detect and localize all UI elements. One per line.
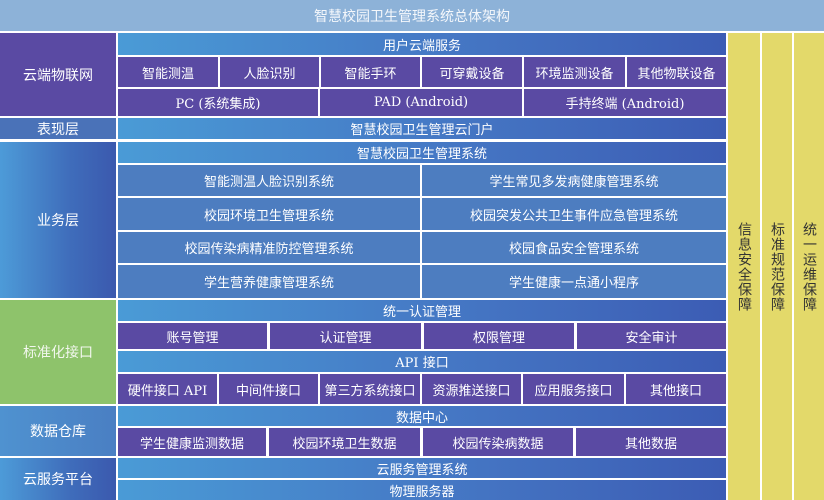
layer-label-warehouse: 数据仓库	[0, 406, 116, 456]
side-column-operations: 统一运维保障	[794, 33, 824, 500]
iot-device: 其他物联设备	[627, 57, 726, 87]
auth-item: 安全审计	[577, 323, 726, 349]
layer-label-iot: 云端物联网	[0, 33, 116, 116]
business-system: 校园传染病精准防控管理系统	[118, 232, 420, 263]
auth-item: 认证管理	[270, 323, 421, 349]
layer-label-cloud: 云服务平台	[0, 458, 116, 500]
iot-terminal: 手持终端 (Android)	[524, 89, 726, 116]
cloud-management: 云服务管理系统	[118, 458, 726, 478]
business-system: 学生健康一点通小程序	[422, 265, 726, 298]
api-item: 中间件接口	[219, 374, 318, 404]
warehouse-item: 学生健康监测数据	[118, 428, 266, 456]
auth-header: 统一认证管理	[118, 300, 726, 321]
side-column-info-security: 信息安全保障	[728, 33, 760, 500]
diagram-title: 智慧校园卫生管理系统总体架构	[0, 0, 824, 31]
cloud-server: 物理服务器	[118, 480, 726, 500]
api-header: API 接口	[118, 351, 726, 372]
auth-item: 权限管理	[424, 323, 574, 349]
api-item: 硬件接口 API	[118, 374, 217, 404]
iot-device: 环境监测设备	[524, 57, 625, 87]
layer-label-interface: 标准化接口	[0, 300, 116, 404]
api-item: 其他接口	[626, 374, 726, 404]
warehouse-header: 数据中心	[118, 406, 726, 426]
iot-terminal: PAD (Android)	[320, 89, 522, 116]
side-column-standards: 标准规范保障	[762, 33, 792, 500]
iot-device: 可穿戴设备	[422, 57, 522, 87]
presentation-portal: 智慧校园卫生管理云门户	[118, 118, 726, 139]
layer-label-business: 业务层	[0, 142, 116, 298]
auth-item: 账号管理	[118, 323, 267, 349]
iot-terminal: PC (系统集成)	[118, 89, 318, 116]
iot-device: 智能测温	[118, 57, 218, 87]
layer-label-presentation: 表现层	[0, 118, 116, 139]
iot-header: 用户云端服务	[118, 33, 726, 55]
business-system: 校园食品安全管理系统	[422, 232, 726, 263]
warehouse-item: 其他数据	[576, 428, 726, 456]
warehouse-item: 校园传染病数据	[423, 428, 573, 456]
business-system: 学生常见多发病健康管理系统	[422, 165, 726, 196]
api-item: 应用服务接口	[523, 374, 624, 404]
business-system: 校园环境卫生管理系统	[118, 198, 420, 230]
api-item: 资源推送接口	[422, 374, 521, 404]
business-system: 校园突发公共卫生事件应急管理系统	[422, 198, 726, 230]
iot-device: 人脸识别	[220, 57, 319, 87]
business-system: 智能测温人脸识别系统	[118, 165, 420, 196]
business-header: 智慧校园卫生管理系统	[118, 142, 726, 163]
api-item: 第三方系统接口	[320, 374, 420, 404]
iot-device: 智能手环	[321, 57, 420, 87]
business-system: 学生营养健康管理系统	[118, 265, 420, 298]
warehouse-item: 校园环境卫生数据	[269, 428, 420, 456]
